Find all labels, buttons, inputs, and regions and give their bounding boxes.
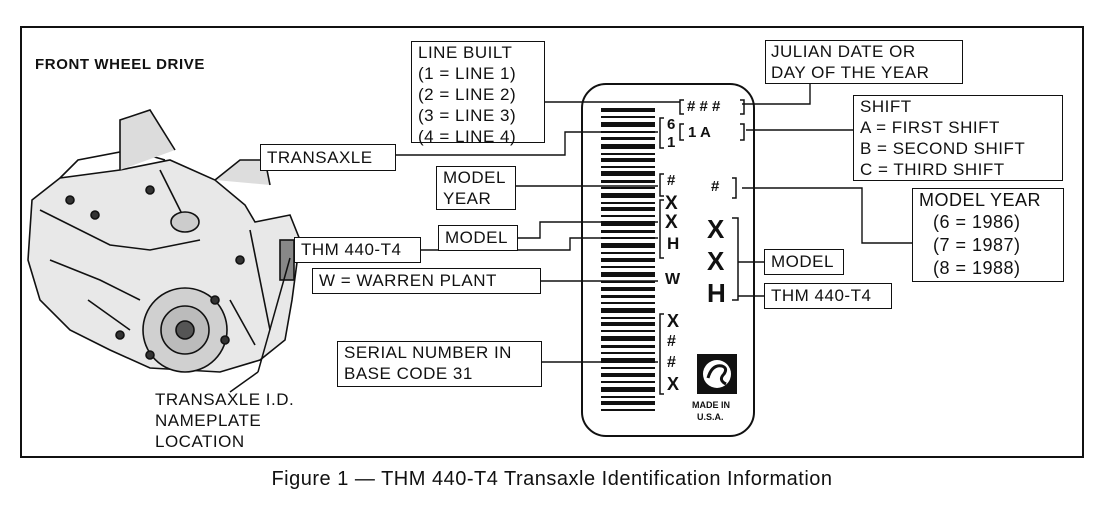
julian-date-box: JULIAN DATE OR DAY OF THE YEAR	[765, 40, 963, 84]
plate-char: W	[665, 271, 681, 288]
serial-number-box: SERIAL NUMBER IN BASE CODE 31	[337, 341, 542, 387]
id-location-line: NAMEPLATE	[155, 411, 262, 430]
model-year-left-line: MODEL	[443, 168, 506, 187]
serial-line: SERIAL NUMBER IN	[344, 343, 512, 362]
plate-char: X	[665, 212, 678, 233]
id-location-line: LOCATION	[155, 432, 245, 451]
plate-model-char: X	[707, 214, 725, 244]
plate-julian-code: # # #	[687, 98, 721, 115]
made-in-country: U.S.A.	[697, 412, 724, 422]
model-year-left-line: YEAR	[443, 189, 492, 208]
shift-item: A = FIRST SHIFT	[860, 118, 1000, 137]
line-built-box: LINE BUILT (1 = LINE 1) (2 = LINE 2) (3 …	[411, 41, 545, 146]
line-built-item: (4 = LINE 4)	[418, 127, 517, 146]
transaxle-drawing	[27, 109, 301, 373]
thm-left-label: THM 440-T4	[301, 240, 402, 259]
shift-item: C = THIRD SHIFT	[860, 160, 1005, 179]
figure-frame	[20, 26, 1084, 458]
model-right-box: MODEL	[764, 249, 844, 275]
line-built-title: LINE BUILT	[418, 43, 513, 62]
plate-char: H	[667, 234, 680, 253]
line-built-item: (1 = LINE 1)	[418, 64, 517, 83]
plate-model-char: H	[707, 278, 726, 308]
model-year-right-item: (6 = 1986)	[933, 212, 1021, 232]
made-in-label: MADE IN	[692, 400, 730, 410]
transaxle-label: TRANSAXLE	[267, 148, 373, 167]
thm-left-box: THM 440-T4	[294, 237, 421, 263]
model-year-left-box: MODEL YEAR	[436, 166, 516, 210]
plate-brackets	[659, 99, 745, 395]
plate-char: X	[667, 374, 680, 394]
plate-year-code: #	[711, 178, 720, 195]
transaxle-box: TRANSAXLE	[260, 144, 396, 171]
logo-mark	[697, 354, 737, 394]
plate-shift-code: 1 A	[688, 124, 711, 141]
model-left-label: MODEL	[445, 228, 508, 247]
line-built-item: (2 = LINE 2)	[418, 85, 517, 104]
plate-char: #	[667, 354, 676, 371]
model-year-right-box: MODEL YEAR (6 = 1986) (7 = 1987) (8 = 19…	[912, 188, 1064, 282]
shift-item: B = SECOND SHIFT	[860, 139, 1026, 158]
plate-char: #	[667, 172, 676, 189]
line-built-item: (3 = LINE 3)	[418, 106, 517, 125]
figure-caption: Figure 1 — THM 440-T4 Transaxle Identifi…	[271, 468, 833, 490]
plate-char: 1	[667, 134, 676, 151]
thm-right-label: THM 440-T4	[771, 286, 872, 305]
id-location-line: TRANSAXLE I.D.	[155, 390, 295, 409]
warren-plant-box: W = WARREN PLANT	[312, 268, 541, 294]
plate-char: X	[665, 193, 678, 214]
model-right-label: MODEL	[771, 252, 834, 271]
warren-plant-label: W = WARREN PLANT	[319, 271, 497, 290]
serial-line: BASE CODE 31	[344, 364, 473, 383]
model-year-right-item: (7 = 1987)	[933, 235, 1021, 255]
model-year-right-item: (8 = 1988)	[933, 258, 1021, 278]
shift-title: SHIFT	[860, 97, 912, 116]
barcode	[601, 108, 655, 411]
drive-heading: FRONT WHEEL DRIVE	[35, 56, 205, 73]
julian-line: DAY OF THE YEAR	[771, 63, 930, 82]
plate-char: X	[667, 311, 680, 331]
julian-line: JULIAN DATE OR	[771, 42, 916, 61]
thm-right-box: THM 440-T4	[764, 283, 892, 309]
model-left-box: MODEL	[438, 225, 518, 251]
plate-char: #	[667, 333, 676, 350]
plate-char: 6	[667, 116, 676, 133]
shift-box: SHIFT A = FIRST SHIFT B = SECOND SHIFT C…	[853, 95, 1063, 181]
leader-lines	[395, 82, 916, 363]
model-year-right-title: MODEL YEAR	[919, 190, 1042, 210]
plate-model-char: X	[707, 246, 725, 276]
